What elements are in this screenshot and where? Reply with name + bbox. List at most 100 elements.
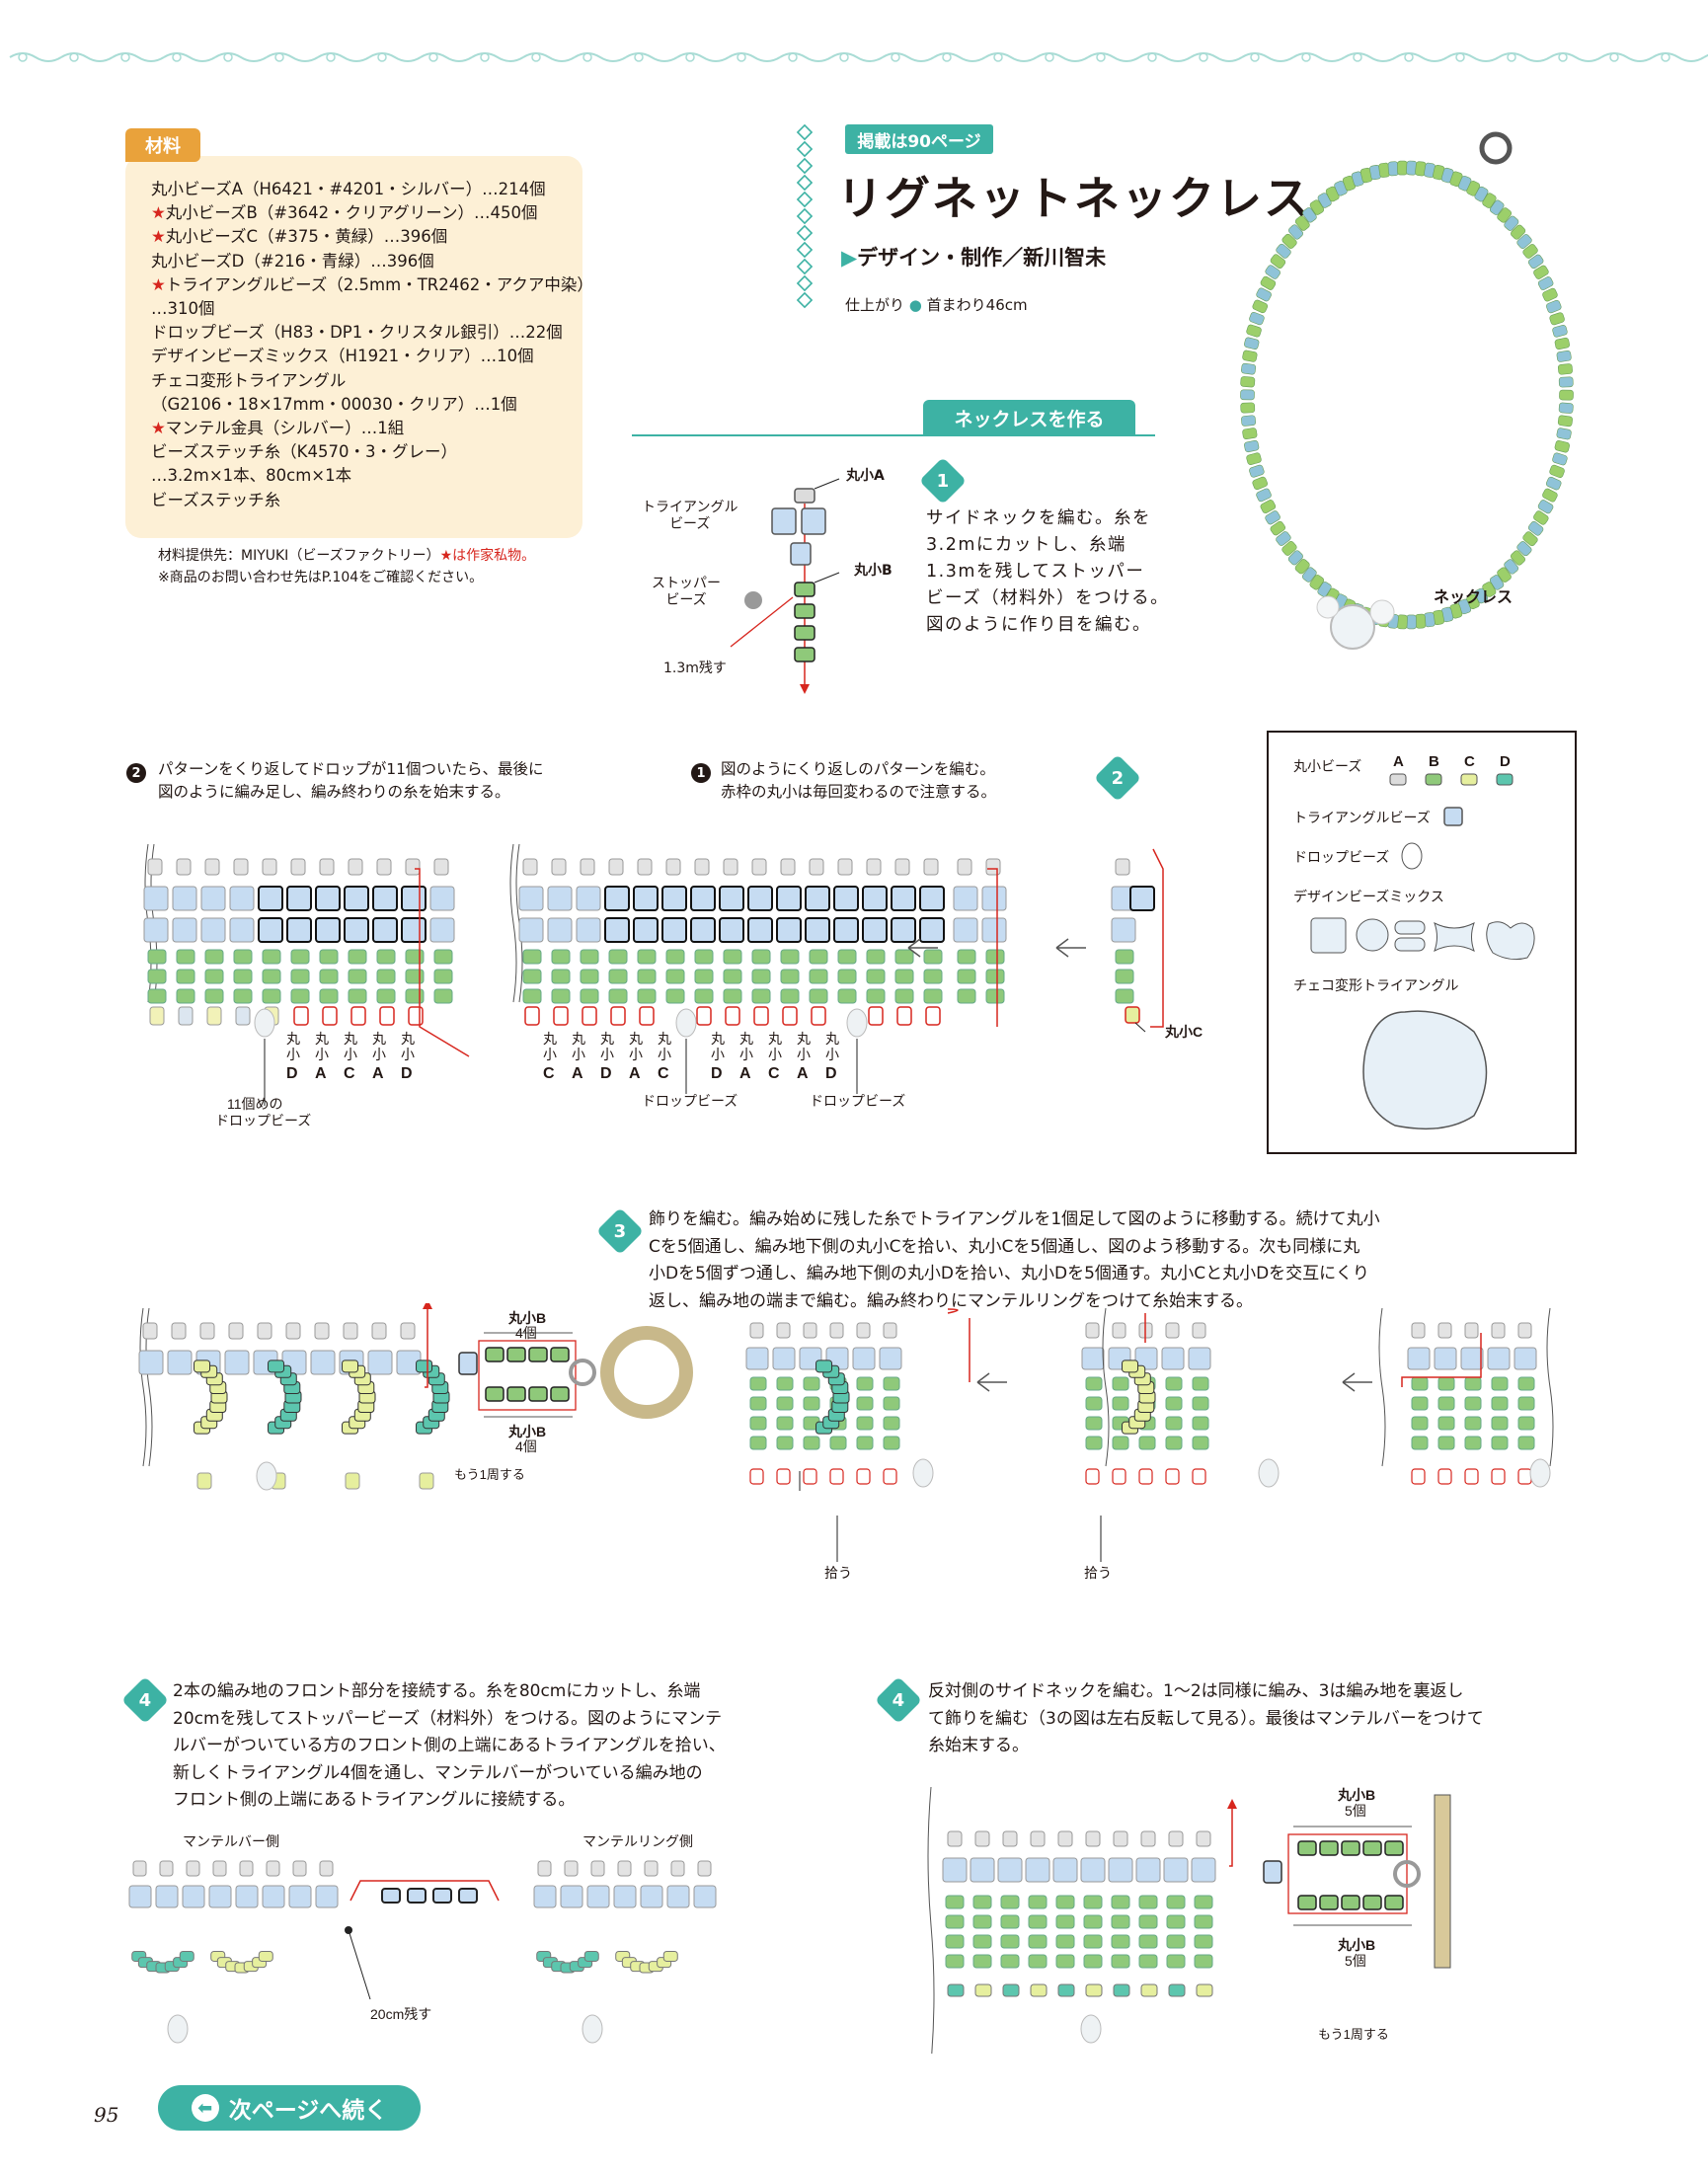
bead xyxy=(290,969,310,984)
thread xyxy=(349,1880,500,1902)
necklace-bead xyxy=(1482,193,1497,208)
bead xyxy=(432,1888,452,1904)
drop-bead xyxy=(1529,1458,1551,1488)
bead xyxy=(974,1830,990,1847)
bead xyxy=(883,1416,900,1431)
necklace-bead xyxy=(1533,510,1549,525)
zigzag-diamond xyxy=(796,291,814,309)
bead xyxy=(974,1983,992,1997)
bead xyxy=(1297,1840,1317,1856)
necklace-bead xyxy=(1244,439,1260,453)
bead xyxy=(580,988,599,1004)
bead xyxy=(537,1860,552,1877)
bead xyxy=(132,1860,147,1877)
bead xyxy=(143,917,169,943)
bead xyxy=(1111,1914,1130,1929)
bead xyxy=(204,988,224,1004)
bead xyxy=(285,1322,301,1340)
bead xyxy=(794,603,815,619)
bead xyxy=(458,1888,478,1904)
zigzag-diamond xyxy=(796,123,814,141)
diagram-label: A xyxy=(1393,753,1404,770)
bead xyxy=(693,1885,717,1908)
bead xyxy=(376,988,396,1004)
bead xyxy=(319,988,339,1004)
bead xyxy=(953,917,978,943)
zigzag-diamond xyxy=(796,224,814,242)
bead xyxy=(942,1857,968,1883)
bead xyxy=(1165,1396,1183,1411)
necklace-bead xyxy=(1552,452,1568,466)
necklace-bead xyxy=(1288,224,1303,240)
leader-line xyxy=(814,478,840,490)
diagram-label: 小 xyxy=(344,1047,357,1062)
bead xyxy=(879,1347,902,1370)
diagram-label: 丸小B xyxy=(507,1424,546,1439)
bead xyxy=(1057,1830,1073,1847)
bead xyxy=(776,1468,791,1485)
border-flower xyxy=(891,52,900,62)
bead xyxy=(564,1860,579,1877)
bead xyxy=(342,1360,359,1373)
bead xyxy=(1030,1830,1046,1847)
bead xyxy=(747,886,773,911)
bead xyxy=(1080,1857,1106,1883)
diagram-label: A xyxy=(315,1065,327,1082)
bead xyxy=(972,1914,992,1929)
step-1-text: サイドネックを編む。糸を 3.2mにカットし、糸端 1.3mを残してストッパー … xyxy=(926,508,1170,635)
bead xyxy=(633,917,659,943)
bead xyxy=(1168,1830,1184,1847)
bead xyxy=(972,1895,992,1909)
fabric-edge xyxy=(509,843,517,1003)
bead xyxy=(379,1006,395,1026)
bead xyxy=(665,988,685,1004)
bead xyxy=(286,886,312,911)
bead xyxy=(1138,1954,1158,1969)
bead xyxy=(894,858,910,876)
bead xyxy=(1384,1840,1404,1856)
bead xyxy=(405,969,425,984)
designer-credit: ▶デザイン・制作／新川智未 xyxy=(841,246,1107,270)
bead xyxy=(1122,1360,1139,1373)
continue-next-page[interactable]: ⬅次ページへ続く xyxy=(158,2085,421,2131)
necklace-bead xyxy=(1504,215,1519,231)
czech-triangle-swatch xyxy=(1362,1010,1488,1130)
border-wave xyxy=(9,52,62,62)
diagram-label: 小 xyxy=(600,1047,614,1062)
diagram-label: 丸 xyxy=(658,1031,671,1047)
thread-arrow xyxy=(1227,1799,1237,1809)
diagram-label: 丸 xyxy=(543,1031,557,1047)
border-flower xyxy=(1301,52,1311,62)
bead xyxy=(1196,1983,1213,1997)
label-triangle: トライアングル ビーズ xyxy=(642,500,738,532)
bead xyxy=(829,1436,847,1450)
necklace-bead xyxy=(1549,464,1565,478)
mix-swatch xyxy=(1434,921,1475,953)
diagram-label: 小 xyxy=(572,1047,585,1062)
bead xyxy=(1487,1347,1511,1370)
step-4b-marker: 4 xyxy=(874,1675,923,1725)
step-2-diagram: 丸小D丸小A丸小C丸小A丸小D11個めのドロップビーズ丸小C丸小A丸小D丸小A丸… xyxy=(143,843,1203,1126)
necklace-bead xyxy=(1522,244,1538,259)
bead xyxy=(694,949,714,965)
diagram-label: 丸小B xyxy=(1337,1787,1375,1803)
bead xyxy=(751,988,771,1004)
necklace-bead xyxy=(1387,161,1399,177)
diagram-label: C xyxy=(344,1065,355,1082)
diagram-label: A xyxy=(797,1065,809,1082)
bead xyxy=(159,1860,174,1877)
diagram-label: D xyxy=(401,1065,413,1082)
pendant xyxy=(1316,595,1340,619)
border-wave xyxy=(779,52,832,62)
bead xyxy=(408,1006,424,1026)
bead xyxy=(405,949,425,965)
diagram-label: 丸 xyxy=(711,1031,725,1047)
bead xyxy=(1166,1934,1186,1949)
bead xyxy=(665,949,685,965)
bead xyxy=(891,886,916,911)
bead xyxy=(179,1950,194,1962)
bead xyxy=(852,1347,876,1370)
bead xyxy=(972,1934,992,1949)
bead xyxy=(262,949,281,965)
necklace-bead xyxy=(1281,540,1297,556)
